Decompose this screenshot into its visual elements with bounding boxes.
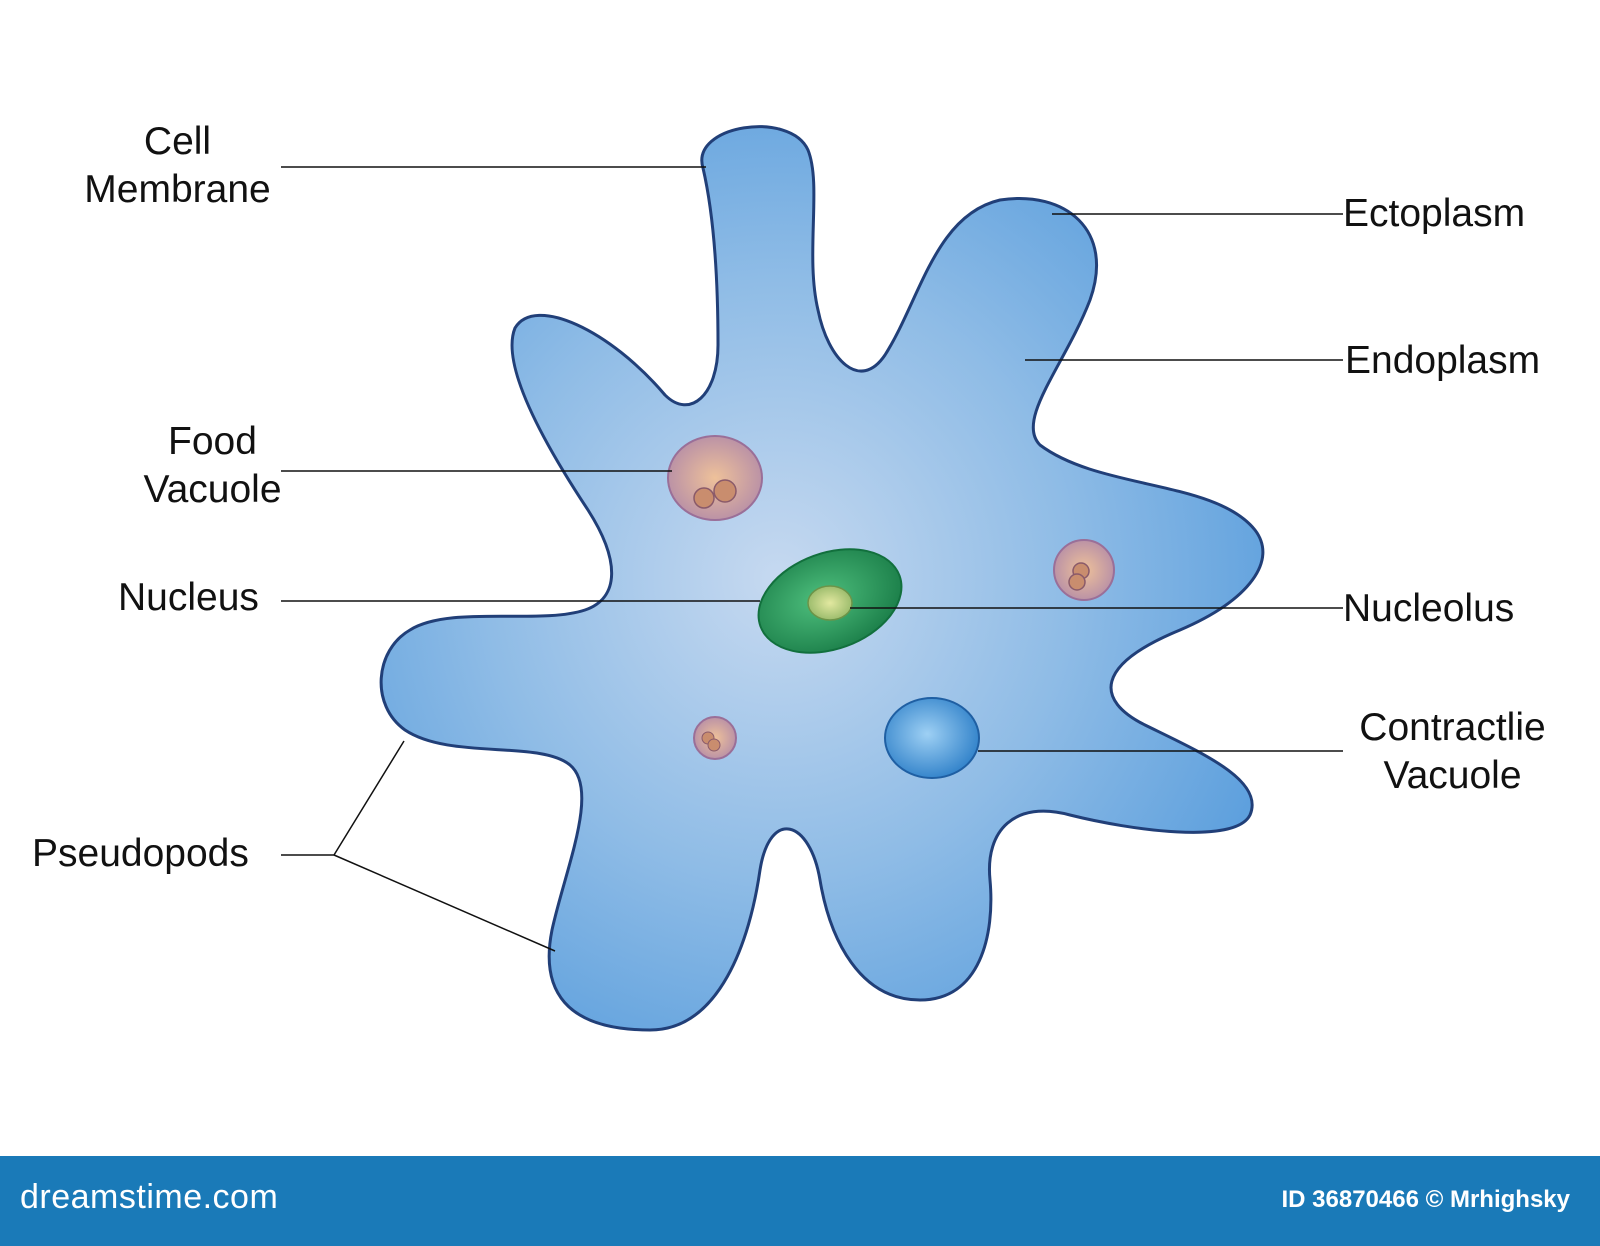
label-food-vacuole-line2: Vacuole bbox=[143, 468, 282, 511]
label-contractile-vacuole: Contractlie Vacuole bbox=[1340, 704, 1565, 800]
label-contractile-vacuole-line2: Vacuole bbox=[1383, 754, 1522, 797]
food-vacuole-large bbox=[667, 435, 763, 521]
label-pseudopods: Pseudopods bbox=[32, 832, 249, 875]
label-endoplasm: Endoplasm bbox=[1345, 339, 1541, 382]
label-food-vacuole-line1: Food bbox=[168, 420, 257, 463]
label-cell-membrane-line2: Membrane bbox=[84, 168, 271, 211]
label-cell-membrane-line1: Cell bbox=[143, 120, 212, 163]
footer-credit: ID 36870466 © Mrhighsky bbox=[1281, 1186, 1571, 1213]
footer-bar: dreamstime.com ID 36870466 © Mrhighsky bbox=[0, 1156, 1600, 1246]
label-contractile-vacuole-line1: Contractlie bbox=[1359, 706, 1546, 749]
label-ectoplasm: Ectoplasm bbox=[1343, 192, 1526, 235]
label-cell-membrane: Cell Membrane bbox=[70, 118, 285, 214]
label-nucleolus: Nucleolus bbox=[1343, 587, 1515, 630]
diagram-canvas bbox=[281, 125, 1343, 1032]
label-nucleus: Nucleus bbox=[118, 576, 259, 619]
label-food-vacuole: Food Vacuole bbox=[130, 418, 295, 514]
contractile-vacuole bbox=[884, 697, 980, 779]
food-vacuole-small bbox=[693, 716, 737, 760]
nucleus bbox=[757, 548, 903, 654]
amoeba-diagram: Cell Membrane Ectoplasm Endoplasm Food V… bbox=[32, 118, 1565, 1032]
footer-brand[interactable]: dreamstime.com bbox=[20, 1178, 279, 1216]
food-vacuole-right bbox=[1053, 539, 1115, 601]
leader-lines bbox=[281, 166, 1343, 952]
nucleolus bbox=[807, 585, 853, 621]
